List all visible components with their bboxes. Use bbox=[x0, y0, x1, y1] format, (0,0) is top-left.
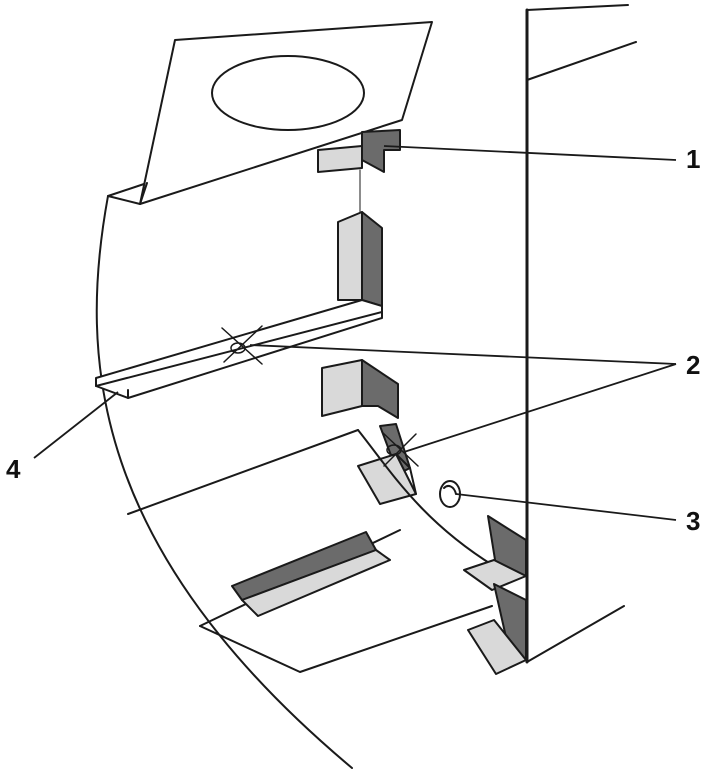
callout-1: 1 bbox=[686, 144, 700, 174]
leader-line-3 bbox=[455, 493, 677, 521]
oval-window bbox=[211, 55, 365, 131]
right-lower-latch-top bbox=[463, 515, 527, 591]
callout-3: 3 bbox=[686, 506, 700, 536]
callout-2: 2 bbox=[686, 350, 700, 380]
middle-latch bbox=[321, 359, 399, 419]
top-latch bbox=[317, 129, 401, 173]
callout-4: 4 bbox=[6, 454, 21, 484]
lower-strip bbox=[231, 531, 391, 617]
leader-line-2b bbox=[403, 363, 677, 453]
inner-chamber bbox=[127, 429, 495, 673]
horizontal-rail bbox=[95, 299, 383, 399]
upper-latch-block bbox=[337, 211, 383, 307]
leader-line-2a bbox=[249, 344, 677, 365]
leader-line-4 bbox=[33, 391, 119, 459]
upper-cover bbox=[139, 21, 433, 205]
outer-housing bbox=[95, 182, 353, 769]
cross-mark-lower bbox=[381, 431, 419, 467]
leader-line-1 bbox=[383, 145, 677, 161]
cross-mark-upper bbox=[221, 325, 263, 365]
right-wall bbox=[525, 4, 637, 664]
leader-lines bbox=[33, 145, 677, 521]
right-lower-latch-bottom bbox=[467, 583, 527, 675]
